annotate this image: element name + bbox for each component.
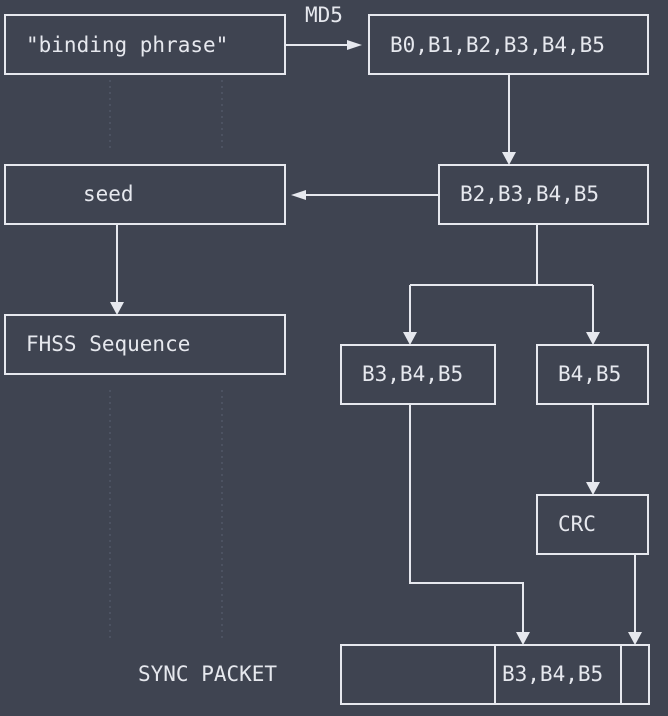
- seed-box: [4, 164, 286, 225]
- crc-box: [536, 494, 649, 555]
- b3b5-to-sync-edge: [409, 404, 524, 632]
- arrowhead-icon: [628, 632, 642, 645]
- seed-label: seed: [83, 182, 134, 206]
- md5-bytes-label: B0,B1,B2,B3,B4,B5: [390, 33, 605, 57]
- arrowhead-icon: [586, 482, 600, 495]
- arrowhead-icon: [502, 152, 516, 165]
- arrowhead-icon: [110, 302, 124, 315]
- crc-label: CRC: [558, 512, 596, 536]
- binding-phrase-label: "binding phrase": [26, 33, 228, 57]
- fhss-sequence-label: FHSS Sequence: [26, 332, 190, 356]
- arrowhead-icon: [291, 190, 306, 200]
- b3-b5-label: B3,B4,B5: [362, 362, 463, 386]
- b2-b5-label: B2,B3,B4,B5: [460, 182, 599, 206]
- arrowhead-icon: [586, 332, 600, 345]
- md5-edge-label: MD5: [305, 3, 343, 27]
- arrowhead-icon: [347, 40, 362, 50]
- b3-b5-box: [340, 344, 496, 405]
- fhss-sequence-box: [4, 314, 286, 375]
- arrowhead-icon: [516, 632, 530, 645]
- b2-b5-box: [438, 164, 649, 225]
- b4-b5-label: B4,B5: [558, 362, 621, 386]
- arrowhead-icon: [403, 332, 417, 345]
- sync-packet-payload-label: B3,B4,B5: [502, 662, 603, 686]
- sync-packet-caption: SYNC PACKET: [138, 662, 277, 686]
